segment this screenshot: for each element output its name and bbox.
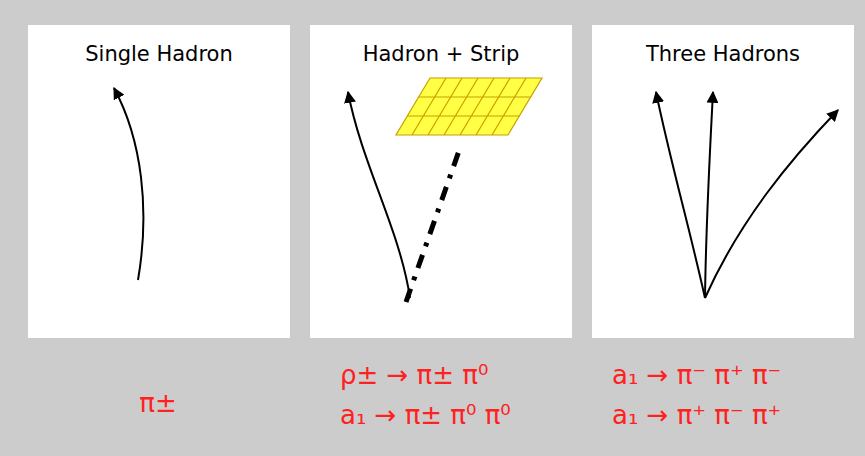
panel-box: Hadron + Strip [310, 25, 572, 338]
decay-label: a₁ → π⁻ π⁺ π⁻ [612, 360, 781, 391]
neutral-pion-line [406, 148, 460, 302]
strip-grid [407, 78, 530, 135]
panel-title: Hadron + Strip [310, 42, 572, 66]
panel-fill [310, 25, 572, 338]
hadron-track [114, 88, 143, 280]
panel-title: Three Hadrons [592, 42, 854, 66]
decay-label: a₁ → π⁺ π⁻ π⁺ [612, 400, 781, 431]
panel-fill [592, 25, 854, 338]
hadron-track [348, 92, 410, 298]
panel-box: Three Hadrons [592, 25, 854, 338]
hadron-track [705, 92, 713, 298]
decay-label: ρ± → π± π⁰ [340, 360, 488, 391]
panel-title: Single Hadron [28, 42, 290, 66]
hadron-track [656, 92, 705, 298]
panel-box: Single Hadron [28, 25, 290, 338]
panel-fill [28, 25, 290, 338]
calorimeter-strip [396, 78, 542, 135]
decay-label: a₁ → π± π⁰ π⁰ [340, 400, 511, 431]
decay-label: π± [139, 388, 176, 419]
hadron-track [705, 110, 838, 298]
